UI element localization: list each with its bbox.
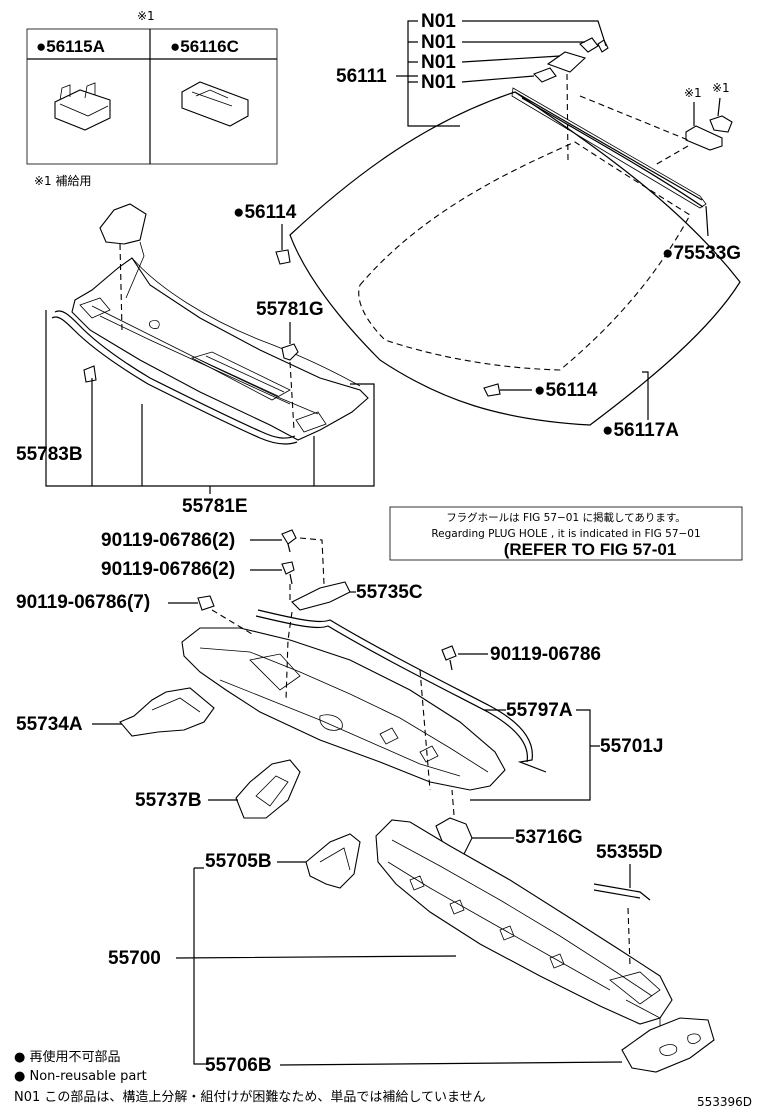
clip-56114-top xyxy=(275,249,291,265)
bracket-55735c xyxy=(289,537,351,611)
refer-line-en: Regarding PLUG HOLE , it is indicated in… xyxy=(431,528,700,540)
part-55700-label: 55700 xyxy=(108,948,161,969)
cowl-seal-55783b xyxy=(54,310,296,439)
windshield-glass xyxy=(289,91,741,426)
bolt-icons xyxy=(197,529,457,671)
bracket-55705b xyxy=(305,833,361,889)
bracket-55706b xyxy=(621,1017,715,1073)
molding-75533g xyxy=(511,87,707,209)
part-56116c-label: ●56116C xyxy=(170,37,239,56)
clip-55781g xyxy=(281,343,299,431)
part-56116c-clip xyxy=(181,81,249,127)
bracket-55737b xyxy=(235,759,301,819)
clip-56114-bottom xyxy=(483,383,501,397)
part-55706b-label: 55706B xyxy=(205,1055,272,1076)
part-75533g-label: ●75533G xyxy=(662,243,741,264)
part-55783b-label: 55783B xyxy=(16,444,83,465)
bolt-label-4: 90119-06786 xyxy=(490,644,601,665)
n01-brackets xyxy=(533,37,609,161)
cowl-bracket xyxy=(99,203,147,245)
bolt-label-1: 90119-06786(2) xyxy=(101,530,235,551)
windshield-clips-supply xyxy=(579,95,733,166)
supply-mark: ※1 xyxy=(137,9,155,23)
n01-label-a: N01 xyxy=(421,11,456,32)
n01-label-c: N01 xyxy=(421,52,456,73)
supply-note: ※1 補給用 xyxy=(34,174,92,188)
part-55355d-label: 55355D xyxy=(596,842,663,863)
cowl-louver-55781e xyxy=(71,241,369,441)
refer-fig: (REFER TO FIG 57-01 xyxy=(504,540,677,559)
refer-line-jp: フラグホールは FIG 57−01 に掲載してあります。 xyxy=(446,511,686,524)
legend-non-reusable-jp: ● 再使用不可部品 xyxy=(14,1049,120,1065)
part-55705b-label: 55705B xyxy=(205,851,272,872)
cowl-top-panel-55701j xyxy=(181,609,506,791)
n01-label-b: N01 xyxy=(421,32,456,53)
legend-non-reusable-en: ● Non-reusable part xyxy=(14,1069,147,1084)
n01-label-d: N01 xyxy=(421,72,456,93)
part-55734a-label: 55734A xyxy=(16,714,83,735)
part-56114-top-label: ●56114 xyxy=(233,202,297,223)
part-56115a-clip xyxy=(54,82,111,131)
figure-id: 553396D xyxy=(697,1095,752,1109)
refer-to-fig-box: フラグホールは FIG 57−01 に掲載してあります。 Regarding P… xyxy=(389,506,743,561)
supply-parts-box: ※1 ●56115A ●56116C xyxy=(26,9,278,165)
bolt-label-2: 90119-06786(2) xyxy=(101,559,235,580)
part-56111-label: 56111 xyxy=(336,66,387,87)
clip-seal xyxy=(83,365,97,383)
part-56114-bottom-label: ●56114 xyxy=(534,380,598,401)
part-55781e-label: 55781E xyxy=(182,496,248,517)
part-53716g-label: 53716G xyxy=(515,827,583,848)
n01-footnote: N01 この部品は、構造上分解・組付けが困難なため、単品では補給していません xyxy=(14,1089,486,1105)
cowl-panel-55700 xyxy=(375,819,673,1041)
bracket-55734a xyxy=(119,687,215,737)
part-55701j-label: 55701J xyxy=(600,736,663,757)
part-56117a-label: ●56117A xyxy=(602,420,679,441)
seal-55797a xyxy=(257,609,547,773)
supply-mark-b: ※1 xyxy=(712,81,730,95)
part-55797a-label: 55797A xyxy=(506,700,573,721)
supply-mark-a: ※1 xyxy=(684,86,702,100)
seal-55355d xyxy=(593,883,651,901)
part-55781g-label: 55781G xyxy=(256,299,324,320)
part-56115a-label: ●56115A xyxy=(36,37,105,56)
part-55737b-label: 55737B xyxy=(135,790,202,811)
bolt-label-3: 90119-06786(7) xyxy=(16,592,150,613)
part-55735c-label: 55735C xyxy=(356,582,423,603)
